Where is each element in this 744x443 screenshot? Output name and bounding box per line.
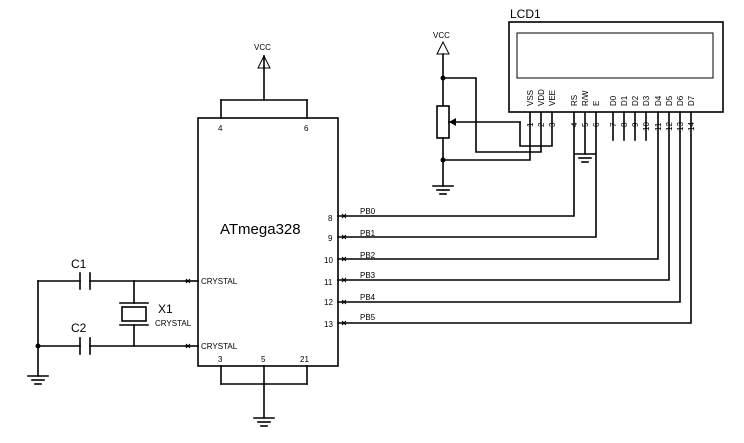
lcd-pin-num-11: 11: [654, 122, 663, 131]
potentiometer-body: [436, 105, 450, 139]
lcd-body: [508, 21, 724, 113]
capacitor-c2-icon: [79, 337, 91, 355]
lcd-pin-num-14: 14: [687, 122, 696, 131]
lcd-pin-name-e: E: [592, 101, 601, 106]
lcd-pin-num-12: 12: [665, 122, 674, 131]
contrast-potentiometer: VCC: [432, 31, 553, 195]
signal-wires: [337, 111, 692, 324]
lcd-pin-num-6: 6: [592, 122, 601, 127]
net-pb3: PB3: [360, 271, 376, 280]
ground-rw-icon: [574, 153, 596, 163]
mcu-pin-8: 8: [328, 214, 333, 223]
mcu-bottom-pin-3: 3: [218, 355, 223, 364]
ground-mcu-icon: [253, 417, 275, 427]
mcu-label: ATmega328: [220, 221, 301, 238]
mcu-top-pin-4: 4: [218, 124, 223, 133]
rw-ground: [574, 111, 596, 163]
net-pb2: PB2: [360, 251, 376, 260]
vcc-label-pot: VCC: [433, 31, 450, 40]
mcu-pin-10: 10: [324, 256, 333, 265]
mcu-bottom-pin-21: 21: [300, 355, 309, 364]
lcd-screen: [516, 32, 714, 79]
lcd-pin-num-13: 13: [676, 122, 685, 131]
capacitor-c1-icon: [79, 272, 91, 290]
mcu-top-pin-6: 6: [304, 124, 309, 133]
lcd-pin-num-1: 1: [526, 122, 535, 127]
net-pb1: PB1: [360, 229, 376, 238]
mcu-crystal-pin-2: CRYSTAL: [201, 342, 238, 351]
lcd-pin-name-d1: D1: [620, 95, 629, 106]
vcc-arrow-pot-icon: [436, 40, 450, 55]
crystal-x1-label: X1: [158, 302, 173, 316]
lcd-pin-num-5: 5: [581, 122, 590, 127]
lcd-pin-num-9: 9: [631, 122, 640, 127]
oscillator-circuit: C1 C2 X1 CRYSTAL: [27, 257, 192, 385]
ground-osc-icon: [27, 375, 49, 385]
crystal-x1-type: CRYSTAL: [155, 319, 192, 328]
lcd-pin-name-d3: D3: [642, 95, 651, 106]
mcu-pin-11: 11: [324, 278, 333, 287]
lcd-pin-name-vdd: VDD: [537, 89, 546, 106]
lcd-pin-num-8: 8: [620, 122, 629, 127]
crystal-x1-icon: [119, 302, 149, 326]
lcd-pin-name-rw: R/W: [581, 90, 590, 106]
lcd-pin-name-d7: D7: [687, 95, 696, 106]
capacitor-c1-label: C1: [71, 257, 87, 271]
mcu-bottom-pin-5: 5: [261, 355, 266, 364]
lcd-pin-name-vee: VEE: [548, 90, 557, 106]
mcu-pin-13: 13: [324, 320, 333, 329]
lcd-pin-name-rs: RS: [570, 95, 579, 106]
capacitor-c2-label: C2: [71, 321, 87, 335]
lcd-pin-num-2: 2: [537, 122, 546, 127]
lcd-pin-num-10: 10: [642, 122, 651, 131]
mcu-body: [197, 117, 339, 367]
vcc-label-mcu: VCC: [254, 43, 271, 52]
lcd-pin-num-3: 3: [548, 122, 557, 127]
lcd-pin-name-d0: D0: [609, 95, 618, 106]
net-pb0: PB0: [360, 207, 376, 216]
lcd-pin-name-d4: D4: [654, 95, 663, 106]
mcu-pin-9: 9: [328, 234, 333, 243]
ground-pot-icon: [432, 185, 454, 195]
lcd-pin-num-7: 7: [609, 122, 618, 127]
mcu-pin-12: 12: [324, 298, 333, 307]
lcd-pin-name-d2: D2: [631, 95, 640, 106]
mcu-crystal-pin-1: CRYSTAL: [201, 277, 238, 286]
net-pb4: PB4: [360, 293, 376, 302]
lcd-pin-name-d5: D5: [665, 95, 674, 106]
lcd-pin-num-4: 4: [570, 122, 579, 127]
mcu-atmega328: ATmega328 4 6 VCC 3 5 21 CRYSTAL C: [185, 43, 376, 427]
lcd-pin-name-vss: VSS: [526, 90, 535, 106]
lcd-pin-name-d6: D6: [676, 95, 685, 106]
lcd-label: LCD1: [510, 7, 541, 21]
net-pb5: PB5: [360, 313, 376, 322]
wiper-arrow-icon: [449, 118, 456, 126]
vcc-arrow-icon: [257, 54, 271, 69]
unused-data-stubs: [612, 111, 647, 141]
